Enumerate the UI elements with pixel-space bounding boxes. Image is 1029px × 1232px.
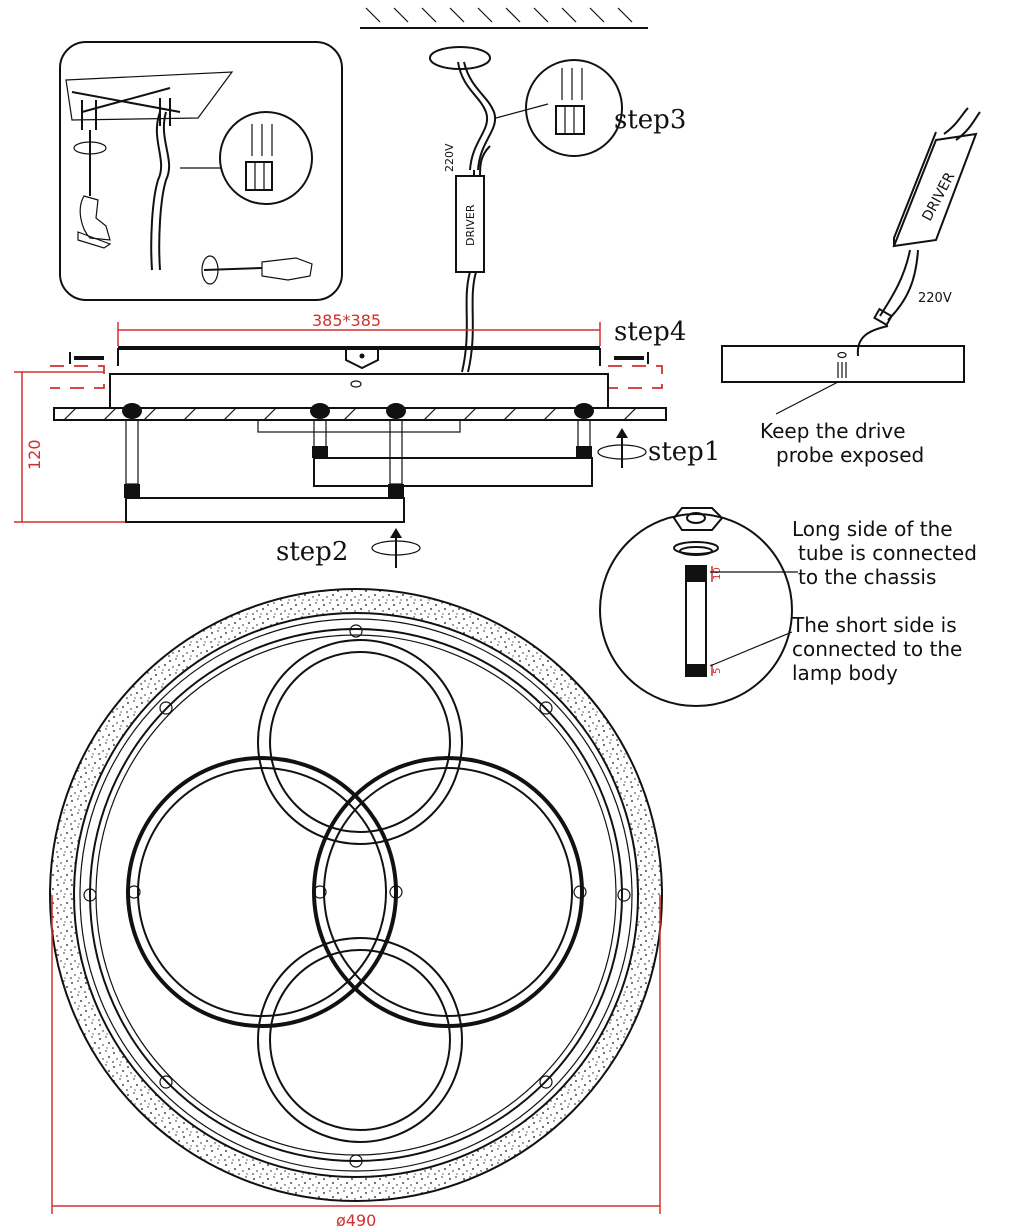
diameter-dimension	[51, 895, 661, 1214]
terminal-block-icon	[245, 124, 273, 191]
rotate-arrow-icon	[597, 428, 647, 468]
ceiling-wiring: DRIVER 220V	[429, 46, 623, 373]
step2-label: step2	[276, 537, 348, 567]
keep-probe-line2: probe exposed	[776, 443, 924, 467]
side-elevation: 385*385 120	[14, 311, 667, 523]
step1-label: step1	[648, 437, 720, 467]
top-view	[49, 588, 663, 1202]
lamp-body-side	[721, 345, 965, 383]
keep-probe-line1: Keep the drive	[760, 419, 906, 443]
terminal-block-icon	[555, 68, 585, 135]
step3-label: step3	[614, 105, 686, 135]
mounting-inset	[59, 41, 343, 301]
short-side-line2: connected to the	[792, 637, 962, 661]
width-dimension: 385*385	[312, 311, 381, 330]
ring-top	[257, 639, 463, 845]
small-screwdriver-icon	[201, 255, 313, 285]
tube-detail: 10 5	[599, 507, 798, 707]
voltage-label: 220V	[443, 143, 456, 172]
step4-label: step4	[614, 317, 686, 347]
long-side-line2: tube is connected	[798, 541, 977, 565]
screwdriver-hand-icon	[73, 130, 112, 249]
tube-long-dimension: 10	[712, 567, 723, 580]
screw-icon	[69, 352, 649, 364]
ceiling	[360, 7, 648, 29]
long-side-line3: to the chassis	[798, 565, 936, 589]
tube-short-dimension: 5	[712, 668, 723, 674]
long-side-line1: Long side of the	[792, 517, 953, 541]
driver-label: DRIVER	[464, 204, 477, 246]
height-dimension: 120	[25, 439, 44, 470]
short-side-line1: The short side is	[791, 613, 957, 637]
external-driver: DRIVER 220V	[721, 107, 981, 415]
short-side-line3: lamp body	[792, 661, 898, 685]
voltage-label-right: 220V	[918, 291, 952, 306]
ring-bottom	[257, 937, 463, 1143]
rotate-arrow-icon	[371, 528, 421, 568]
diameter-label: ø490	[336, 1211, 376, 1230]
